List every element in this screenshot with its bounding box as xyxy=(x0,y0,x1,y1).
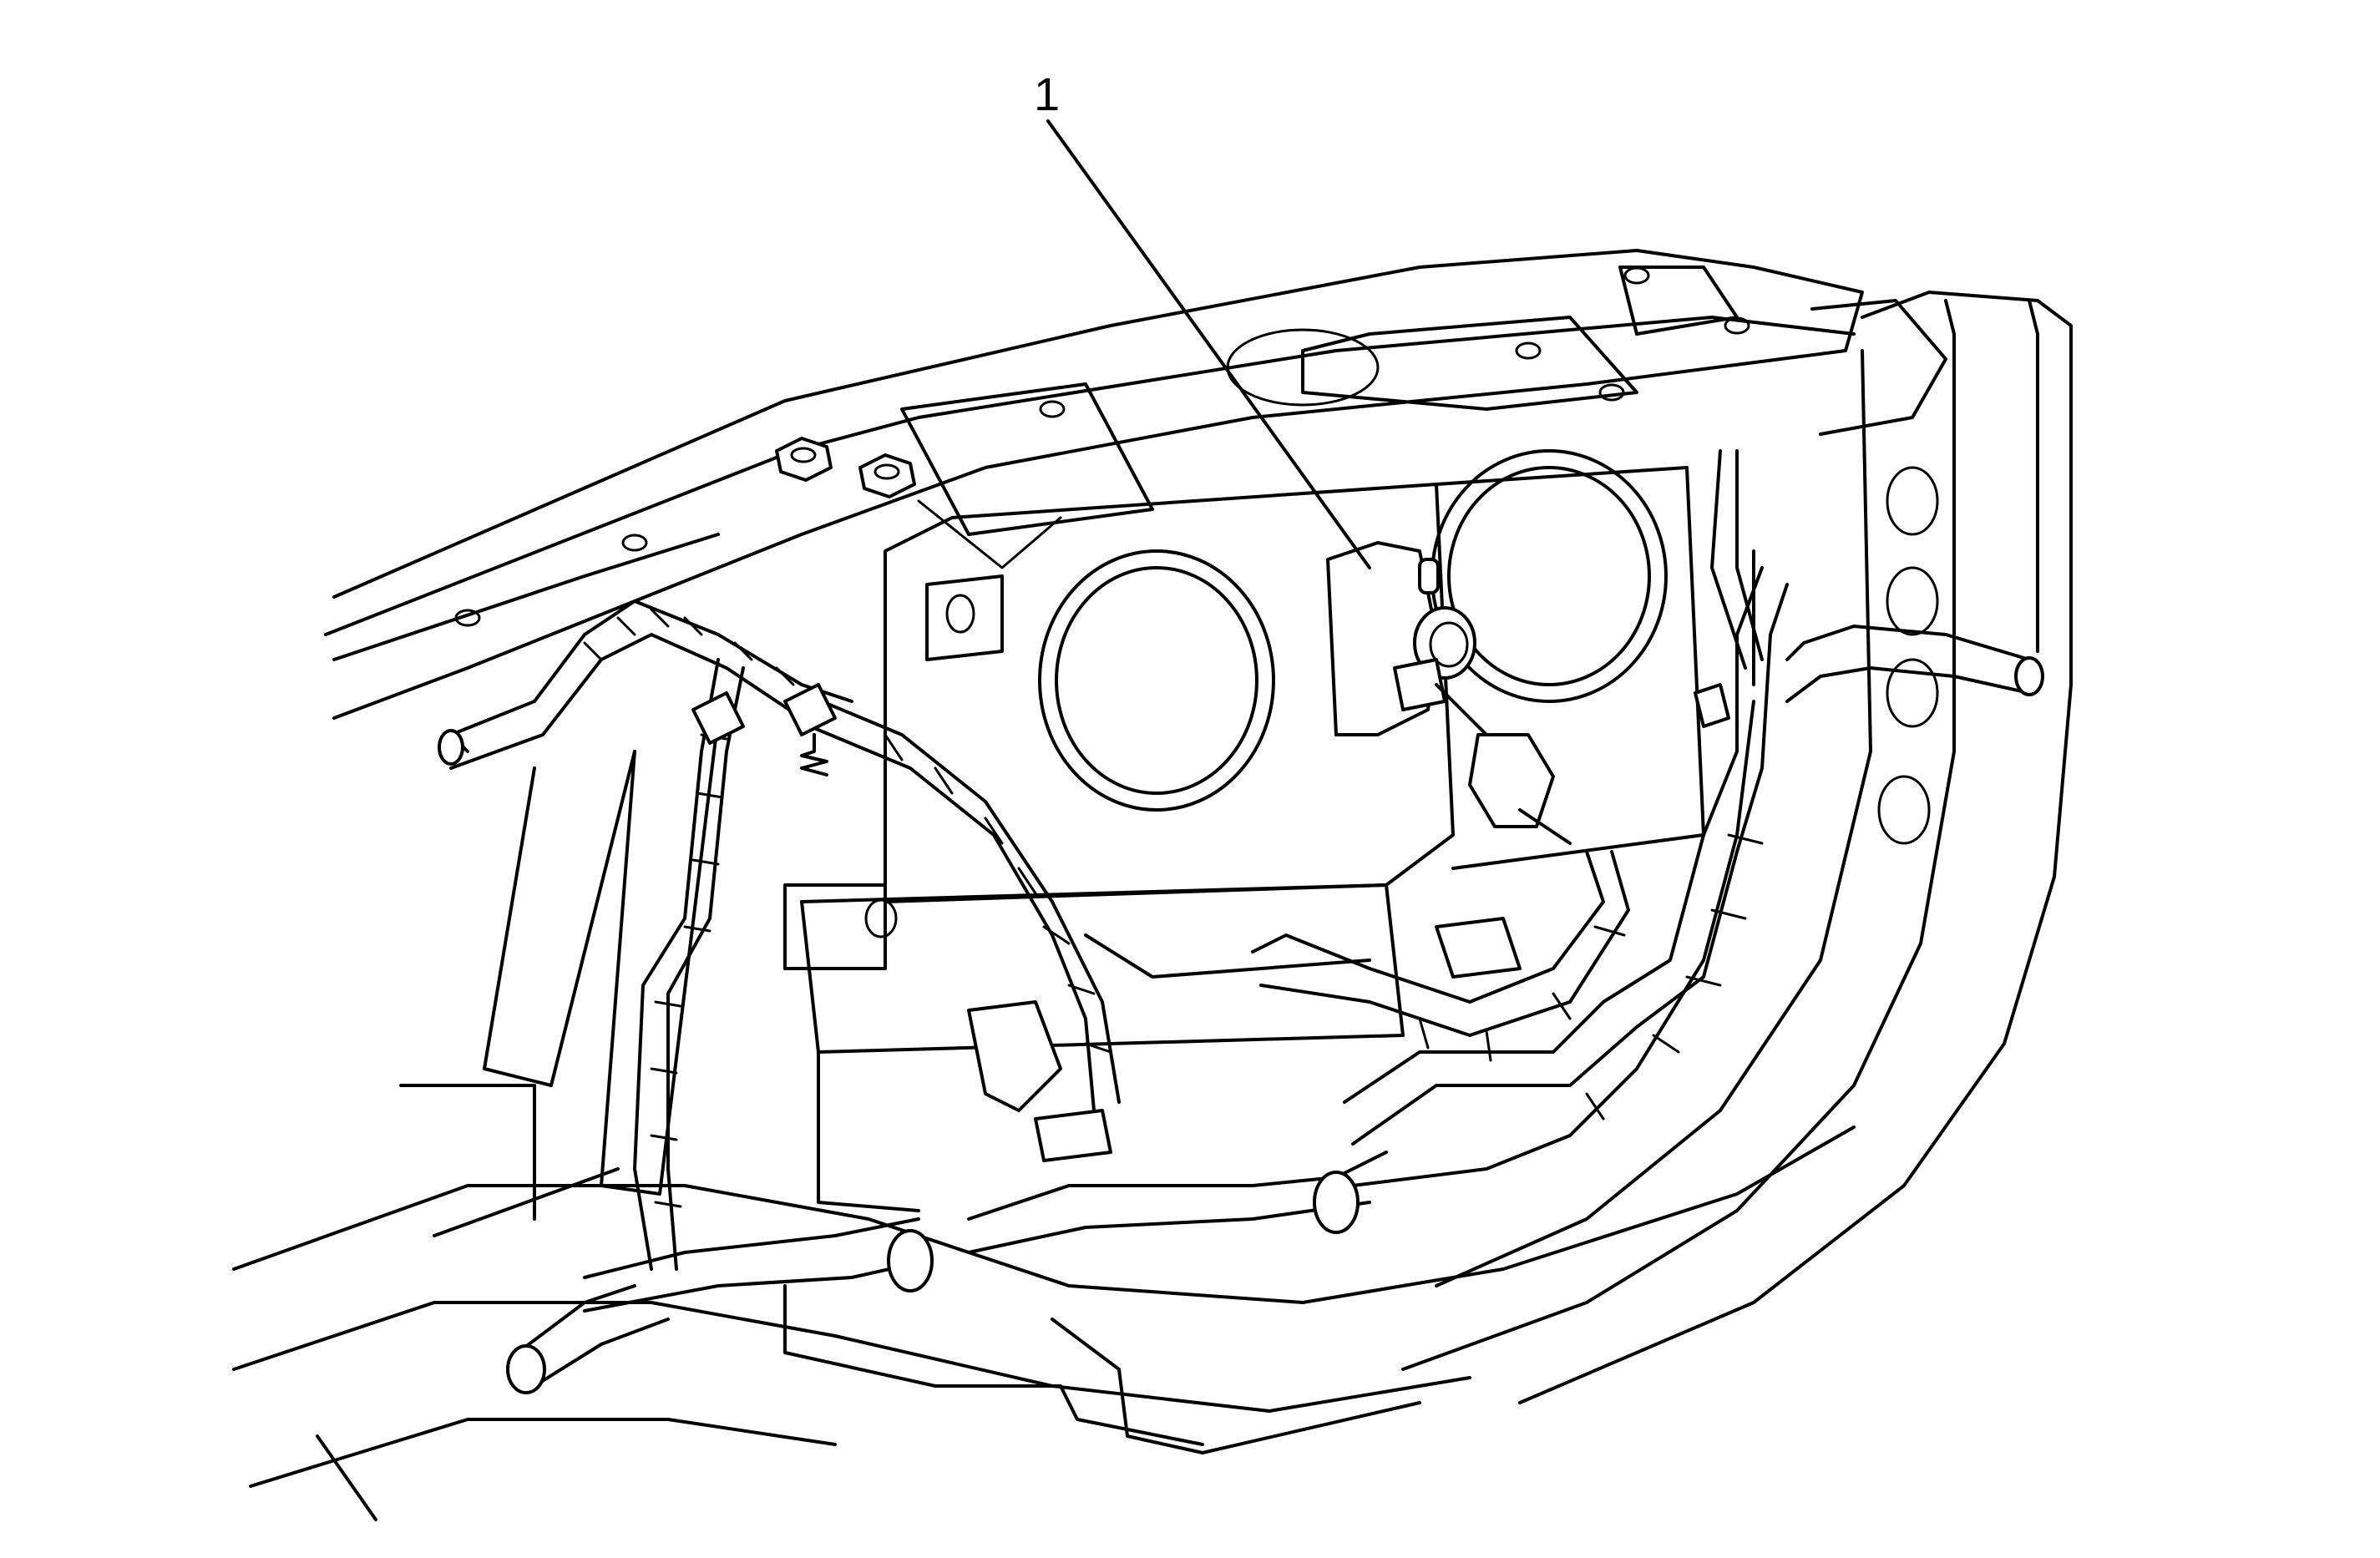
callout-leader-line xyxy=(1046,119,1371,569)
harness-connectors xyxy=(691,683,1730,1292)
component-bracket xyxy=(1326,541,1572,845)
callout-label: 1 xyxy=(1034,68,1060,120)
center-bulkhead xyxy=(783,449,1705,1212)
upper-radiator-support xyxy=(324,249,1947,720)
mounting-bolts xyxy=(775,437,916,498)
wiring-harness xyxy=(438,449,2044,1394)
left-side-panel xyxy=(399,716,720,1237)
callout-1: 1 xyxy=(1034,68,1371,569)
lower-cross-member xyxy=(232,1126,1856,1521)
right-frame-rail xyxy=(1401,291,2073,1404)
